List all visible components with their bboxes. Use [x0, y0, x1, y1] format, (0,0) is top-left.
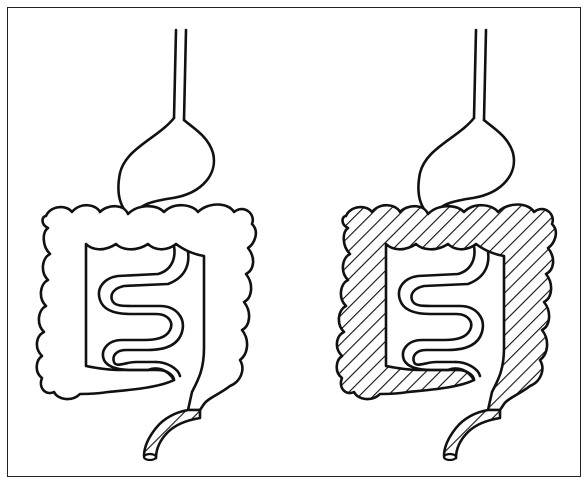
panel-right-digestive-tract — [337, 30, 556, 460]
rectum — [444, 410, 500, 458]
illustration: .colon { fill: #ffffff; } .rectum { fill… — [8, 8, 580, 476]
rectum — [144, 410, 200, 458]
panel-left-digestive-tract — [37, 30, 256, 460]
figure-frame: .colon { fill: #ffffff; } .rectum { fill… — [7, 7, 581, 477]
